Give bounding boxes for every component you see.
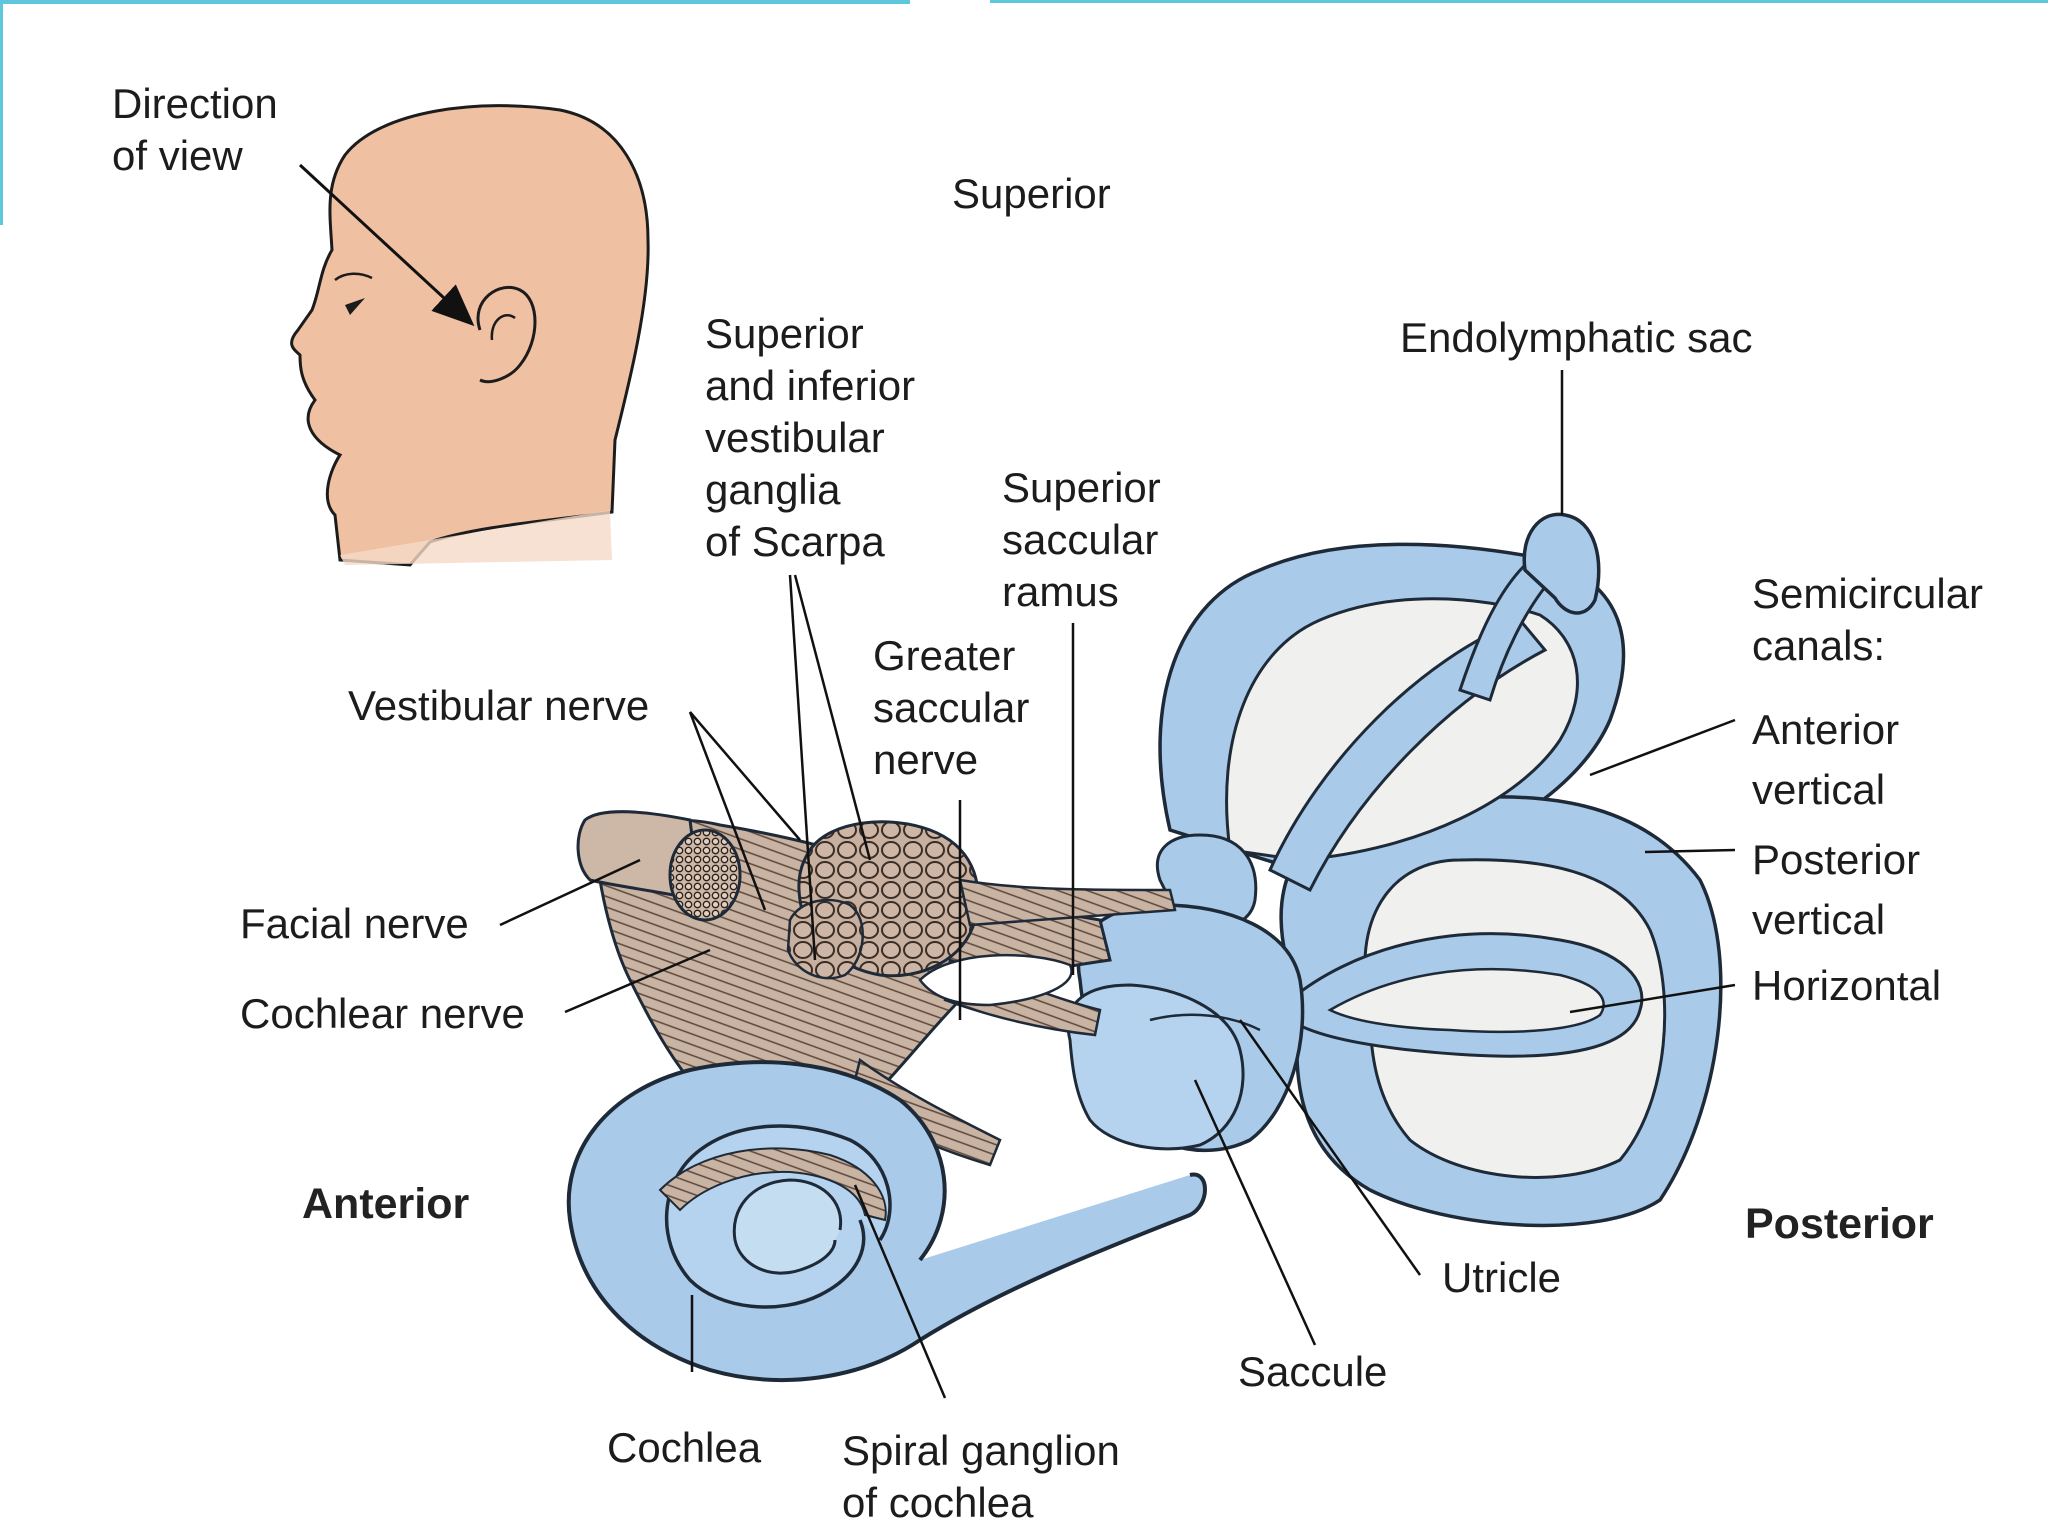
label-utricle: Utricle: [1442, 1254, 1562, 1301]
semicircular-canals: [1155, 512, 1723, 1228]
leader-anterior-vertical: [1589, 718, 1736, 777]
label-saccule: Saccule: [1238, 1348, 1388, 1395]
label-superior: Superior: [952, 170, 1111, 217]
leader-posterior-vertical: [1644, 848, 1736, 854]
leader-lines: [499, 370, 1736, 1399]
cochlea: [566, 1060, 1207, 1382]
leader-ganglia-1: [788, 574, 817, 961]
leader-spiral-ganglion: [853, 1184, 947, 1399]
label-cochlear-nerve: Cochlear nerve: [240, 990, 525, 1037]
spiral-ganglion-band: [658, 1147, 887, 1222]
label-horizontal: Horizontal: [1752, 962, 1942, 1009]
head-brow: [334, 272, 373, 282]
head-illustration: [290, 104, 650, 567]
leader-vestibular-nerve-2: [689, 711, 801, 841]
head-neck-fade: [340, 510, 612, 565]
leader-ganglia-2: [793, 574, 872, 861]
head-silhouette: [290, 104, 650, 567]
head-ear-inner: [490, 314, 516, 341]
leader-facial-nerve: [499, 858, 641, 927]
frame-left-line: [0, 0, 3, 225]
label-anterior: Anterior: [302, 1180, 470, 1228]
label-cochlea: Cochlea: [607, 1424, 762, 1471]
leader-cochlear-nerve: [564, 948, 711, 1014]
superior-branch: [958, 878, 1177, 927]
label-endolymphatic-sac: Endolymphatic sac: [1400, 314, 1753, 361]
saccule-shape: [1066, 983, 1245, 1151]
direction-arrow: [298, 163, 475, 327]
leader-saccule: [1193, 1079, 1317, 1346]
frame-top-line-right: [990, 0, 2048, 3]
label-facial-nerve: Facial nerve: [240, 900, 469, 947]
endolymphatic-sac: [1522, 512, 1601, 615]
head-ear: [476, 285, 537, 384]
horizontal-canal-lumen: [1327, 967, 1605, 1034]
facial-nerve-cross-section: [668, 828, 742, 922]
leader-vestibular-nerve-1: [688, 711, 767, 911]
leader-horizontal: [1569, 983, 1736, 1014]
leader-utricle: [1238, 1019, 1422, 1276]
vestibule: [1066, 903, 1305, 1153]
head-eye: [345, 298, 365, 315]
frame-top-line: [0, 0, 910, 4]
nerve-window: [918, 953, 1073, 1007]
cochlea-apical-turn: [732, 1178, 843, 1275]
nerves: [576, 810, 1177, 1167]
label-vestibular-nerve: Vestibular nerve: [348, 682, 650, 729]
vestibular-ganglion-lower: [786, 898, 864, 980]
label-posterior: Posterior: [1745, 1200, 1934, 1248]
utriculosaccular-duct: [1149, 1013, 1261, 1032]
